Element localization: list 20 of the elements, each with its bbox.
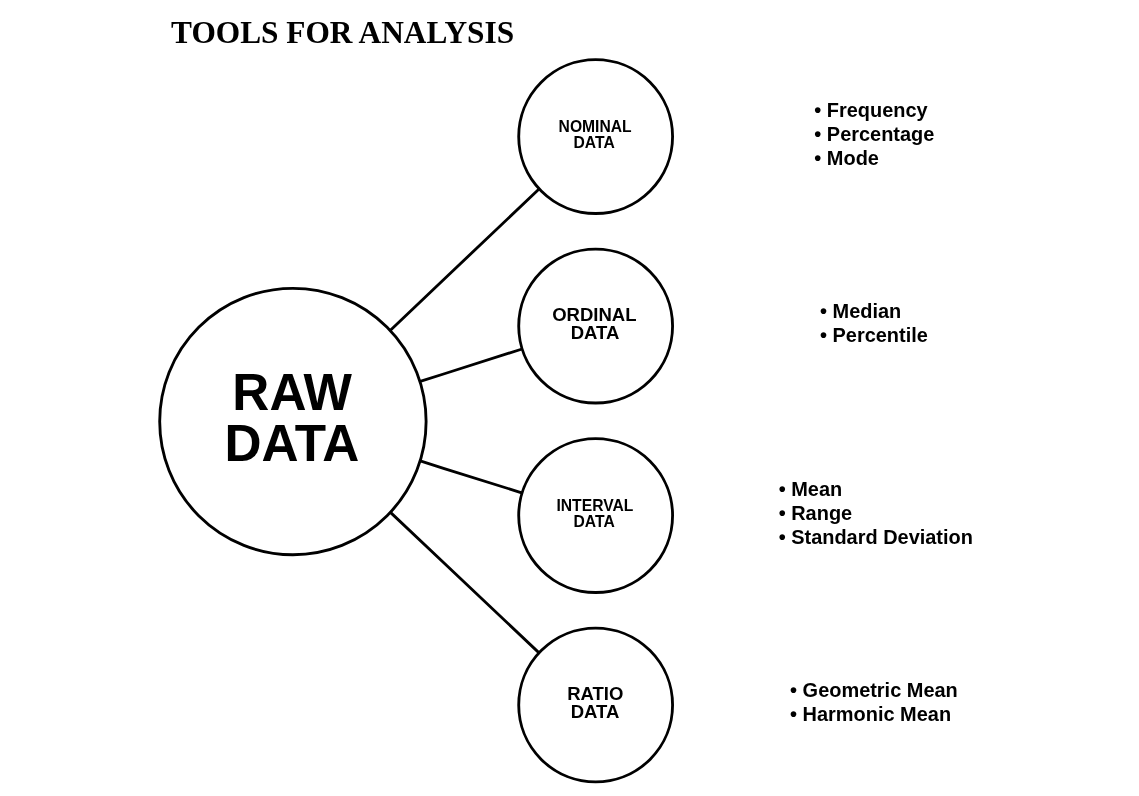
node-label: • Mode (813, 147, 879, 170)
connector (388, 188, 540, 332)
node-label: • Percentage (813, 123, 934, 146)
node-circle: RATIO DATA (516, 626, 674, 784)
node-label: • Frequency (813, 98, 928, 121)
node-circle: INTERVAL DATA (516, 437, 674, 594)
node-label: • Geometric Mean (789, 678, 958, 701)
connector (388, 511, 540, 654)
node-circle: RAW DATA (157, 286, 428, 557)
node-label: • Harmonic Mean (789, 702, 951, 725)
node-label: • Standard Deviation (778, 526, 973, 549)
node-label: • Percentile (819, 324, 928, 347)
node-label: • Mean (778, 477, 842, 500)
node-circle: NOMINAL DATA (516, 58, 674, 215)
diagram-title: TOOLS FOR ANALYSIS (170, 15, 514, 51)
node-circle: ORDINAL DATA (516, 247, 674, 405)
node-label: • Median (819, 299, 901, 322)
connector (419, 347, 523, 383)
node-label: • Range (778, 502, 852, 525)
connector (419, 459, 522, 495)
